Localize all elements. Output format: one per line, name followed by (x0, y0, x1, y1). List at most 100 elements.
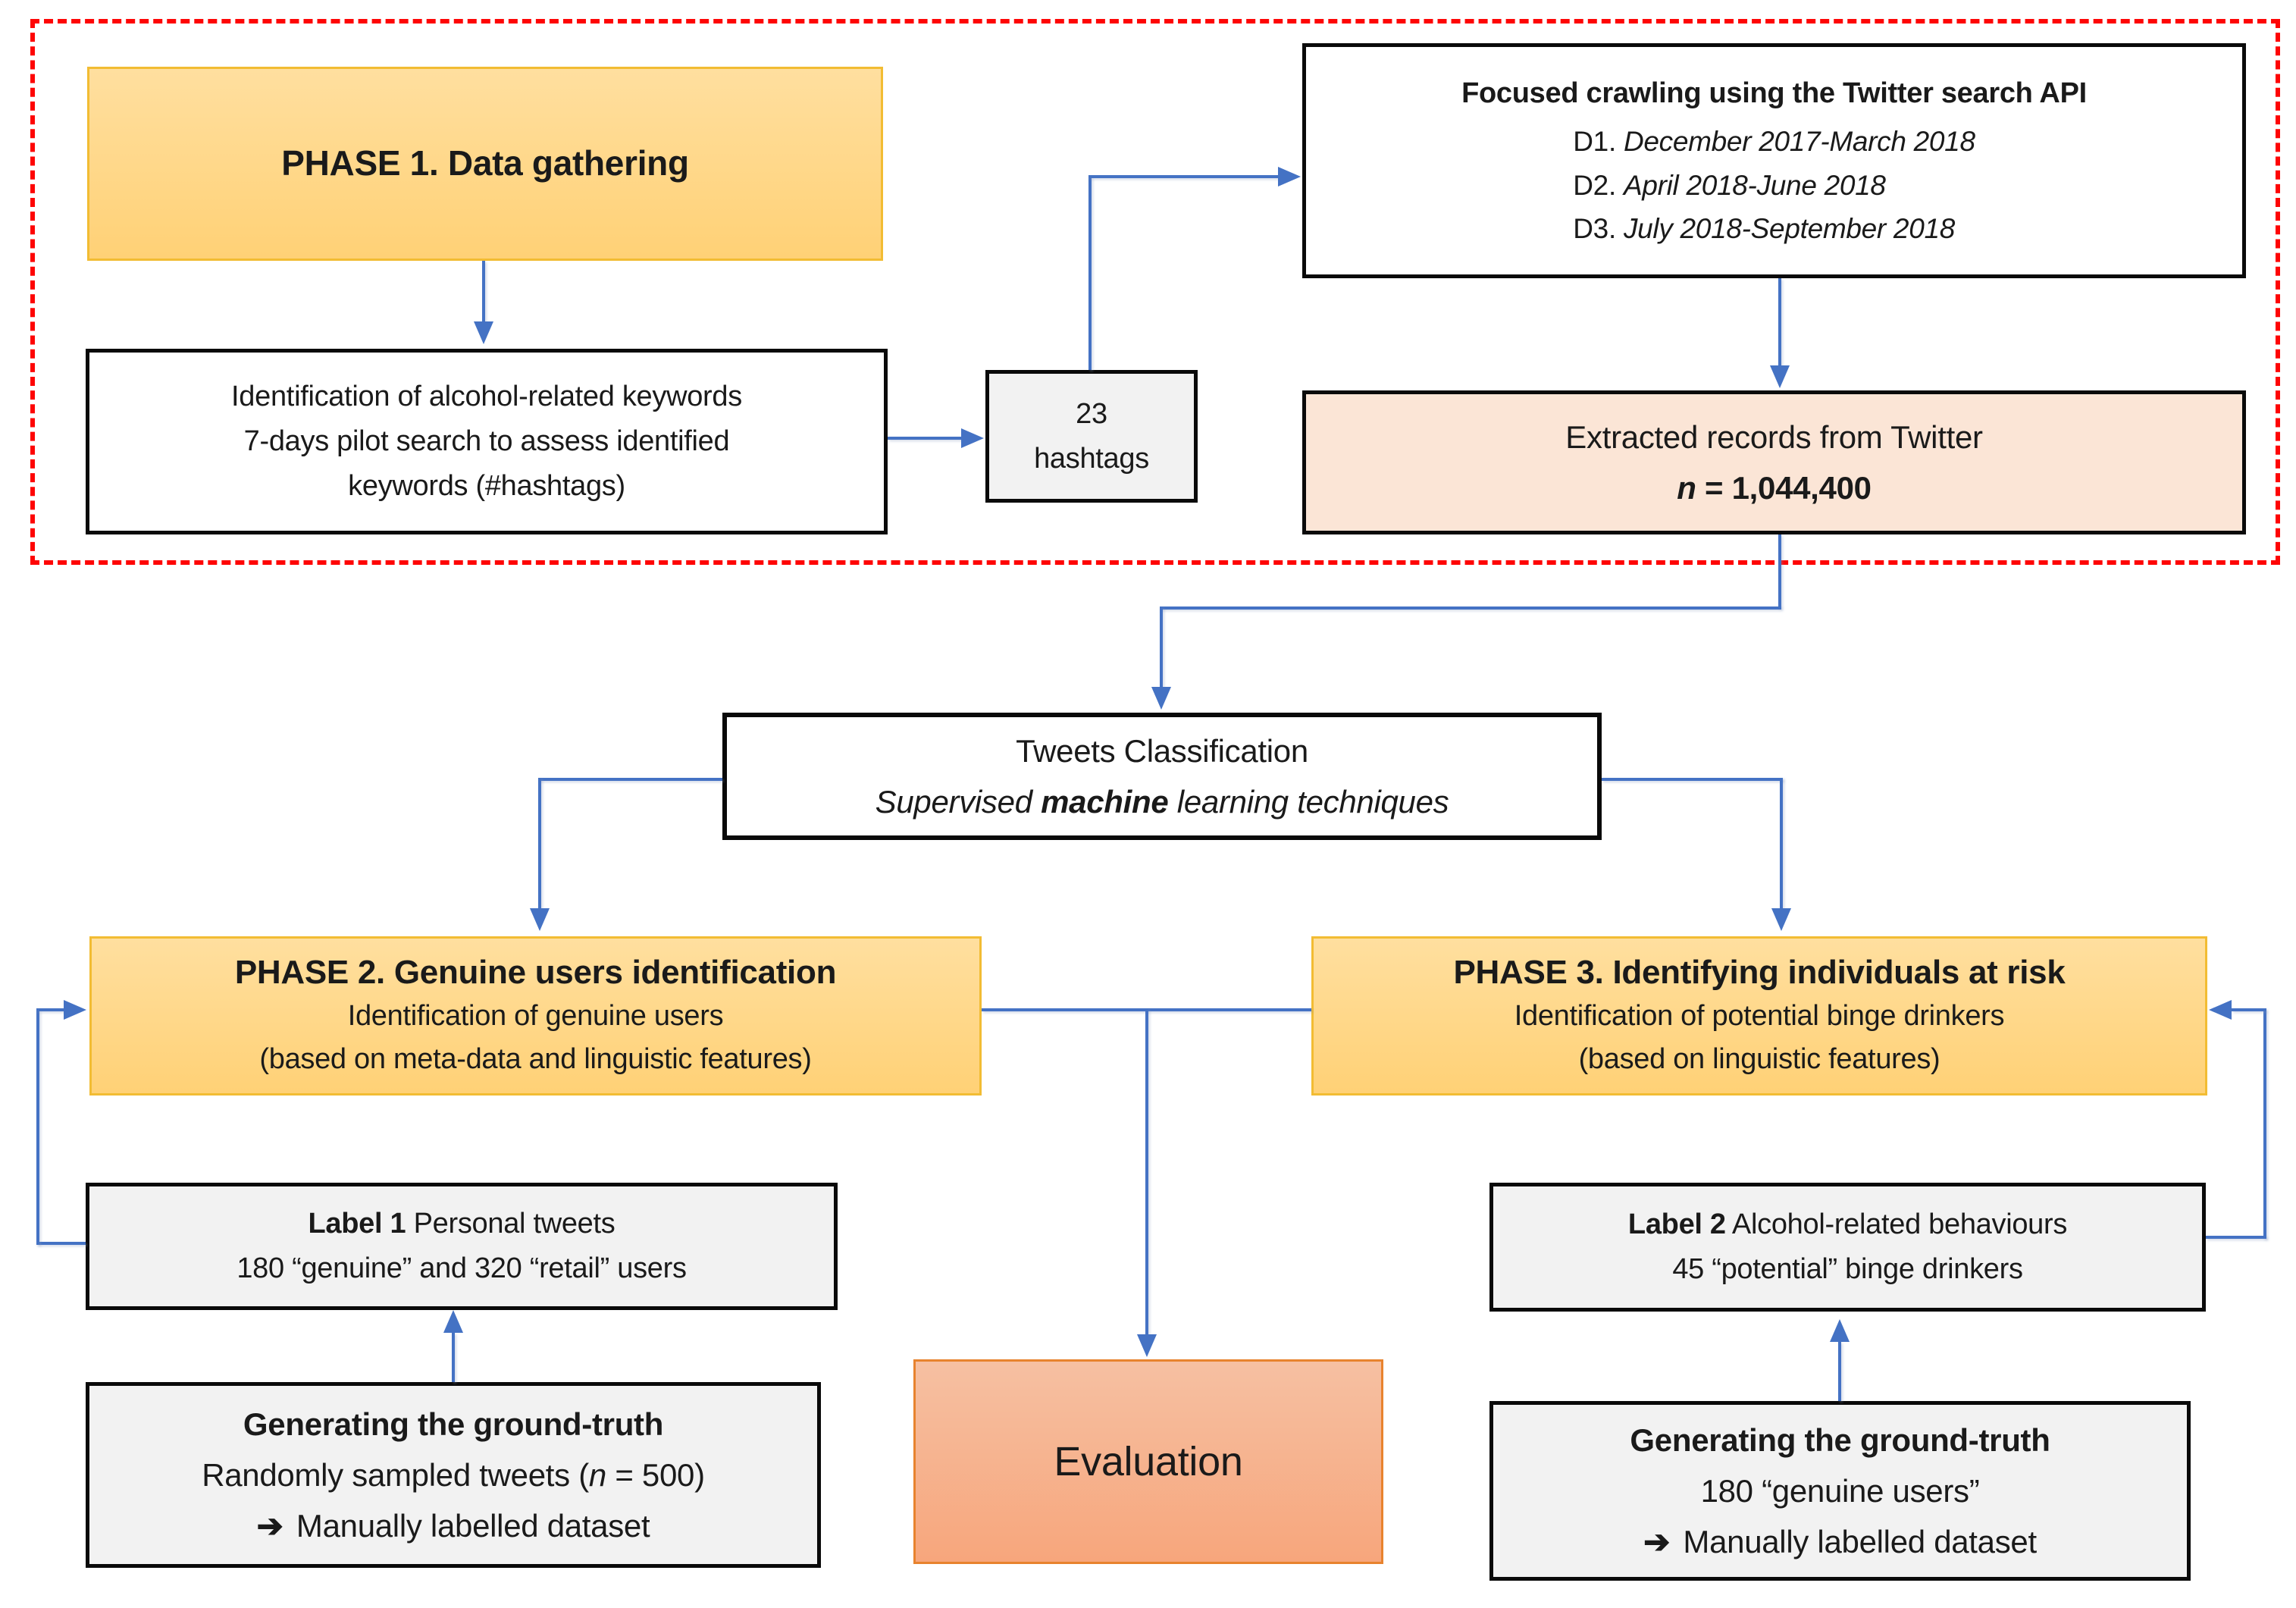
keywords-line2: 7-days pilot search to assess identified (243, 425, 730, 458)
arrowhead-down (530, 908, 550, 931)
classification-line2: Supervised machine learning techniques (875, 776, 1449, 827)
crawling-d1-label: D1. (1573, 126, 1616, 158)
crawling-dates-block: D1.December 2017-March 2018 D2.April 201… (1573, 120, 1975, 250)
phase3-title: PHASE 3. Identifying individuals at risk (1453, 954, 2066, 992)
crawling-d2-dates: April 2018-June 2018 (1623, 169, 1886, 201)
crawling-box: Focused crawling using the Twitter searc… (1302, 43, 2246, 278)
connector-label1-loop-h1 (36, 1242, 86, 1245)
phase2-box: PHASE 2. Genuine users identification Id… (89, 936, 982, 1096)
phase1-box: PHASE 1. Data gathering (87, 67, 883, 261)
label1-line2: 180 “genuine” and 320 “retail” users (236, 1252, 687, 1284)
connector-classification-phase2-v (538, 778, 541, 908)
connector-gtright-label2 (1838, 1342, 1841, 1401)
label1-box: Label 1 Personal tweets 180 “genuine” an… (86, 1183, 838, 1310)
phase3-box: PHASE 3. Identifying individuals at risk… (1311, 936, 2207, 1096)
extracted-line1: Extracted records from Twitter (1565, 418, 1983, 455)
classification-line2-pre: Supervised (875, 784, 1042, 820)
arrowhead-up (443, 1310, 463, 1333)
phase3-line3: (based on linguistic features) (1578, 1042, 1940, 1075)
connector-hashtags-crawling-horizontal (1088, 175, 1280, 178)
evaluation-box: Evaluation (913, 1359, 1383, 1564)
crawling-d1: D1.December 2017-March 2018 (1573, 120, 1975, 163)
arrowhead-down (1137, 1334, 1157, 1357)
connector-hashtags-crawling-vertical (1088, 177, 1092, 370)
connector-phase1-keywords (482, 261, 485, 321)
arrowhead-down (1151, 687, 1171, 710)
hashtags-count: 23 (1076, 397, 1107, 430)
arrowhead-right (64, 1000, 86, 1020)
label2-line1: Label 2 Alcohol-related behaviours (1628, 1202, 2067, 1247)
arrowhead-right (961, 428, 984, 448)
connector-label1-loop-v (36, 1010, 39, 1245)
connector-label2-loop-v (2263, 1010, 2266, 1239)
label2-rest: Alcohol-related behaviours (1725, 1208, 2068, 1241)
classification-line1: Tweets Classification (1016, 732, 1308, 769)
label2-prefix: Label 2 (1627, 1208, 1726, 1241)
connector-extracted-classification-v1 (1778, 534, 1781, 608)
connector-classification-phase3-v (1780, 778, 1783, 908)
arrowhead-up (1830, 1319, 1850, 1342)
gt-left-line2-n: n (588, 1456, 606, 1493)
ground-truth-left-box: Generating the ground-truth Randomly sam… (86, 1382, 821, 1568)
crawling-d1-dates: December 2017-March 2018 (1623, 126, 1975, 158)
label2-line2: 45 “potential” binge drinkers (1672, 1253, 2023, 1285)
connector-classification-phase3-h (1602, 778, 1783, 781)
gt-left-line3: ➔ Manually labelled dataset (257, 1500, 650, 1551)
connector-classification-phase2-h (538, 778, 722, 781)
extracted-equals: = (1696, 470, 1732, 506)
arrowhead-down (1770, 365, 1790, 388)
phase1-dashed-region (30, 19, 2280, 565)
connector-label2-loop-h2 (2232, 1008, 2266, 1011)
crawling-d2-label: D2. (1573, 169, 1616, 201)
extracted-n-label: n (1677, 470, 1696, 506)
extracted-n-value: 1,044,400 (1731, 470, 1872, 506)
classification-box: Tweets Classification Supervised machine… (722, 713, 1602, 840)
arrowhead-left (2209, 1000, 2232, 1020)
keywords-line1: Identification of alcohol-related keywor… (231, 381, 742, 413)
gt-right-line3: ➔ Manually labelled dataset (1643, 1516, 2037, 1567)
classification-line2-post: learning techniques (1168, 784, 1449, 820)
crawling-d3-label: D3. (1573, 213, 1616, 245)
connector-extracted-classification-h (1160, 607, 1781, 610)
keywords-box: Identification of alcohol-related keywor… (86, 349, 888, 534)
gt-right-title: Generating the ground-truth (1630, 1421, 2050, 1458)
arrowhead-down (474, 321, 493, 344)
ground-truth-right-box: Generating the ground-truth 180 “genuine… (1489, 1401, 2191, 1581)
evaluation-title: Evaluation (1054, 1439, 1243, 1484)
connector-keywords-hashtags (888, 437, 963, 440)
crawling-d3-dates: July 2018-September 2018 (1623, 213, 1956, 245)
right-arrow-icon: ➔ (1643, 1524, 1671, 1560)
classification-line2-bold: machine (1041, 784, 1169, 820)
gt-left-line2-post: = 500) (606, 1456, 705, 1493)
crawling-title: Focused crawling using the Twitter searc… (1461, 77, 2087, 109)
hashtags-label: hashtags (1034, 442, 1149, 475)
connector-extracted-classification-v2 (1160, 607, 1163, 687)
gt-left-line2-pre: Randomly sampled tweets ( (202, 1456, 589, 1493)
gt-left-line3-text: Manually labelled dataset (287, 1508, 650, 1544)
phase2-line3: (based on meta-data and linguistic featu… (259, 1042, 812, 1075)
extracted-box: Extracted records from Twitter n = 1,044… (1302, 390, 2246, 534)
arrowhead-right (1278, 167, 1301, 187)
phase2-title: PHASE 2. Genuine users identification (234, 954, 837, 992)
connector-label2-loop-h1 (2206, 1236, 2266, 1239)
connector-gtleft-label1 (452, 1333, 455, 1382)
arrowhead-down (1771, 908, 1791, 931)
label2-box: Label 2 Alcohol-related behaviours 45 “p… (1489, 1183, 2206, 1312)
gt-right-line2: 180 “genuine users” (1700, 1472, 1980, 1509)
gt-left-title: Generating the ground-truth (243, 1406, 664, 1442)
connector-label1-loop-h2 (36, 1008, 65, 1011)
phase2-line2: Identification of genuine users (347, 999, 724, 1032)
gt-right-line3-text: Manually labelled dataset (1674, 1524, 2037, 1560)
gt-left-line2: Randomly sampled tweets (n = 500) (202, 1450, 705, 1500)
connector-bridge-evaluation (1145, 1008, 1148, 1334)
right-arrow-icon: ➔ (256, 1508, 283, 1544)
phase3-line2: Identification of potential binge drinke… (1514, 999, 2005, 1032)
phase1-title: PHASE 1. Data gathering (281, 143, 689, 183)
crawling-d2: D2.April 2018-June 2018 (1573, 164, 1975, 207)
label1-line1: Label 1 Personal tweets (309, 1202, 616, 1246)
extracted-line2: n = 1,044,400 (1677, 462, 1872, 513)
label1-rest: Personal tweets (406, 1208, 616, 1240)
hashtags-box: 23 hashtags (985, 370, 1198, 503)
connector-crawling-extracted (1778, 278, 1781, 365)
